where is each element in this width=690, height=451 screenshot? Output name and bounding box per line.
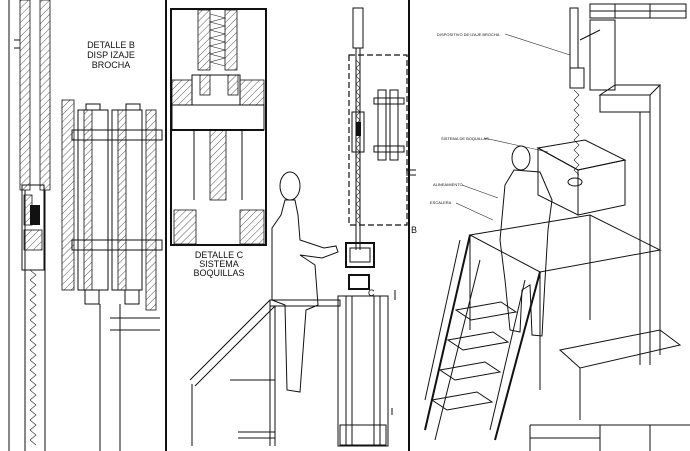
isometric-view [424, 3, 690, 451]
detail-b-view [8, 0, 167, 451]
callout-sistema: SISTEMA DE BOQUILLAS [441, 136, 489, 141]
detail-c-title-3: BOQUILLAS [193, 268, 244, 278]
detail-c-title-1: DETALLE C [195, 250, 244, 260]
detail-c-view [170, 8, 267, 246]
detail-b-title-1: DETALLE B [87, 40, 135, 50]
detail-c-title-2: SISTEMA [199, 259, 239, 269]
marker-b: B [411, 225, 417, 235]
detail-b-title-2: DISP IZAJE [87, 50, 135, 60]
callout-dispositivo: DISPOSITIVO DE IZAJE BROCHA [437, 32, 500, 37]
marker-c: C [368, 288, 375, 298]
callout-escalera: ESCALERA [430, 200, 452, 205]
side-elevation-view [189, 7, 416, 447]
callout-alineamiento: ALINEAMIENTO [433, 182, 463, 187]
detail-b-title-3: BROCHA [92, 60, 131, 70]
